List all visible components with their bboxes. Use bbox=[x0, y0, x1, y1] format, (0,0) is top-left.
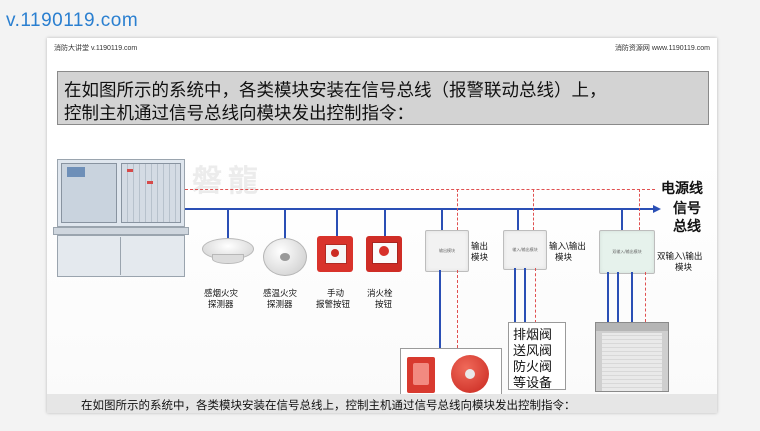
signal-line-label: 信号 bbox=[673, 201, 701, 217]
device-label-hydrant-2: 按钮 bbox=[375, 300, 393, 310]
slide-header-left: 消防大讲堂 v.1190119.com bbox=[54, 45, 138, 52]
smoke-detector-icon bbox=[202, 238, 254, 266]
device-label-smoke-1: 感烟火灾 bbox=[204, 289, 239, 299]
module-label-output-2: 模块 bbox=[471, 253, 489, 263]
equipment-item-1: 排烟阀 bbox=[513, 328, 553, 343]
equipment-item-2: 送风阀 bbox=[513, 344, 553, 359]
device-label-heat-1: 感温火灾 bbox=[263, 289, 298, 299]
slide-title-box: 在如图所示的系统中，各类模块安装在信号总线（报警联动总线）上， 控制主机通过信号… bbox=[57, 71, 709, 125]
device-label-heat-2: 探测器 bbox=[267, 300, 293, 310]
diagram-stage: 磐龍 电源线 信号 总线 bbox=[47, 156, 717, 411]
module-label-io-1: 输入\输出 bbox=[549, 242, 586, 252]
signal-bus-line bbox=[185, 208, 655, 210]
bus-label: 总线 bbox=[673, 219, 701, 235]
rolling-shutter-door-icon bbox=[595, 322, 669, 392]
site-watermark: v.1190119.com bbox=[6, 10, 139, 31]
caption-bar: 在如图所示的系统中，各类模块安装在信号总线上，控制主机通过信号总线向模块发出控制… bbox=[47, 394, 717, 413]
device-label-hydrant-1: 消火栓 bbox=[367, 289, 393, 299]
alarm-bell-icon bbox=[451, 355, 489, 393]
slide-title-line-2: 控制主机通过信号总线向模块发出控制指令： bbox=[64, 104, 414, 124]
device-label-smoke-2: 探测器 bbox=[208, 300, 234, 310]
equipment-list-box: 排烟阀 送风阀 防火阀 等设备 bbox=[508, 322, 566, 391]
module-label-dual-2: 模块 bbox=[675, 263, 693, 273]
power-line-label: 电源线 bbox=[661, 181, 703, 197]
module-label-dual-1: 双输入\输出 bbox=[657, 252, 703, 262]
power-line bbox=[185, 189, 655, 190]
fire-control-cabinet bbox=[53, 159, 189, 277]
bus-arrow-icon bbox=[653, 205, 661, 213]
presentation-slide: 消防大讲堂 v.1190119.com 消防资源网 www.1190119.co… bbox=[47, 38, 717, 413]
equipment-item-4: 等设备 bbox=[513, 376, 553, 391]
input-output-module: 输入/输出模块 bbox=[503, 230, 547, 270]
hydrant-button-icon bbox=[366, 236, 402, 272]
device-label-manual-2: 报警按钮 bbox=[316, 300, 351, 310]
equipment-item-3: 防火阀 bbox=[513, 360, 553, 375]
module-label-output-1: 输出 bbox=[471, 242, 489, 252]
strobe-light-icon bbox=[407, 357, 435, 393]
alarm-devices-frame bbox=[400, 348, 502, 402]
caption-text: 在如图所示的系统中，各类模块安装在信号总线上，控制主机通过信号总线向模块发出控制… bbox=[81, 398, 576, 412]
logo-watermark: 磐龍 bbox=[192, 164, 264, 199]
slide-header-right: 消防资源网 www.1190119.com bbox=[614, 45, 710, 52]
slide-title-line-1: 在如图所示的系统中，各类模块安装在信号总线（报警联动总线）上， bbox=[64, 81, 607, 101]
manual-alarm-button-icon bbox=[317, 236, 353, 272]
module-label-io-2: 模块 bbox=[555, 253, 573, 263]
output-module: 输出模块 bbox=[425, 230, 469, 272]
dual-input-output-module: 双输入/输出模块 bbox=[599, 230, 655, 274]
heat-detector-icon bbox=[263, 238, 307, 276]
device-label-manual-1: 手动 bbox=[327, 289, 345, 299]
